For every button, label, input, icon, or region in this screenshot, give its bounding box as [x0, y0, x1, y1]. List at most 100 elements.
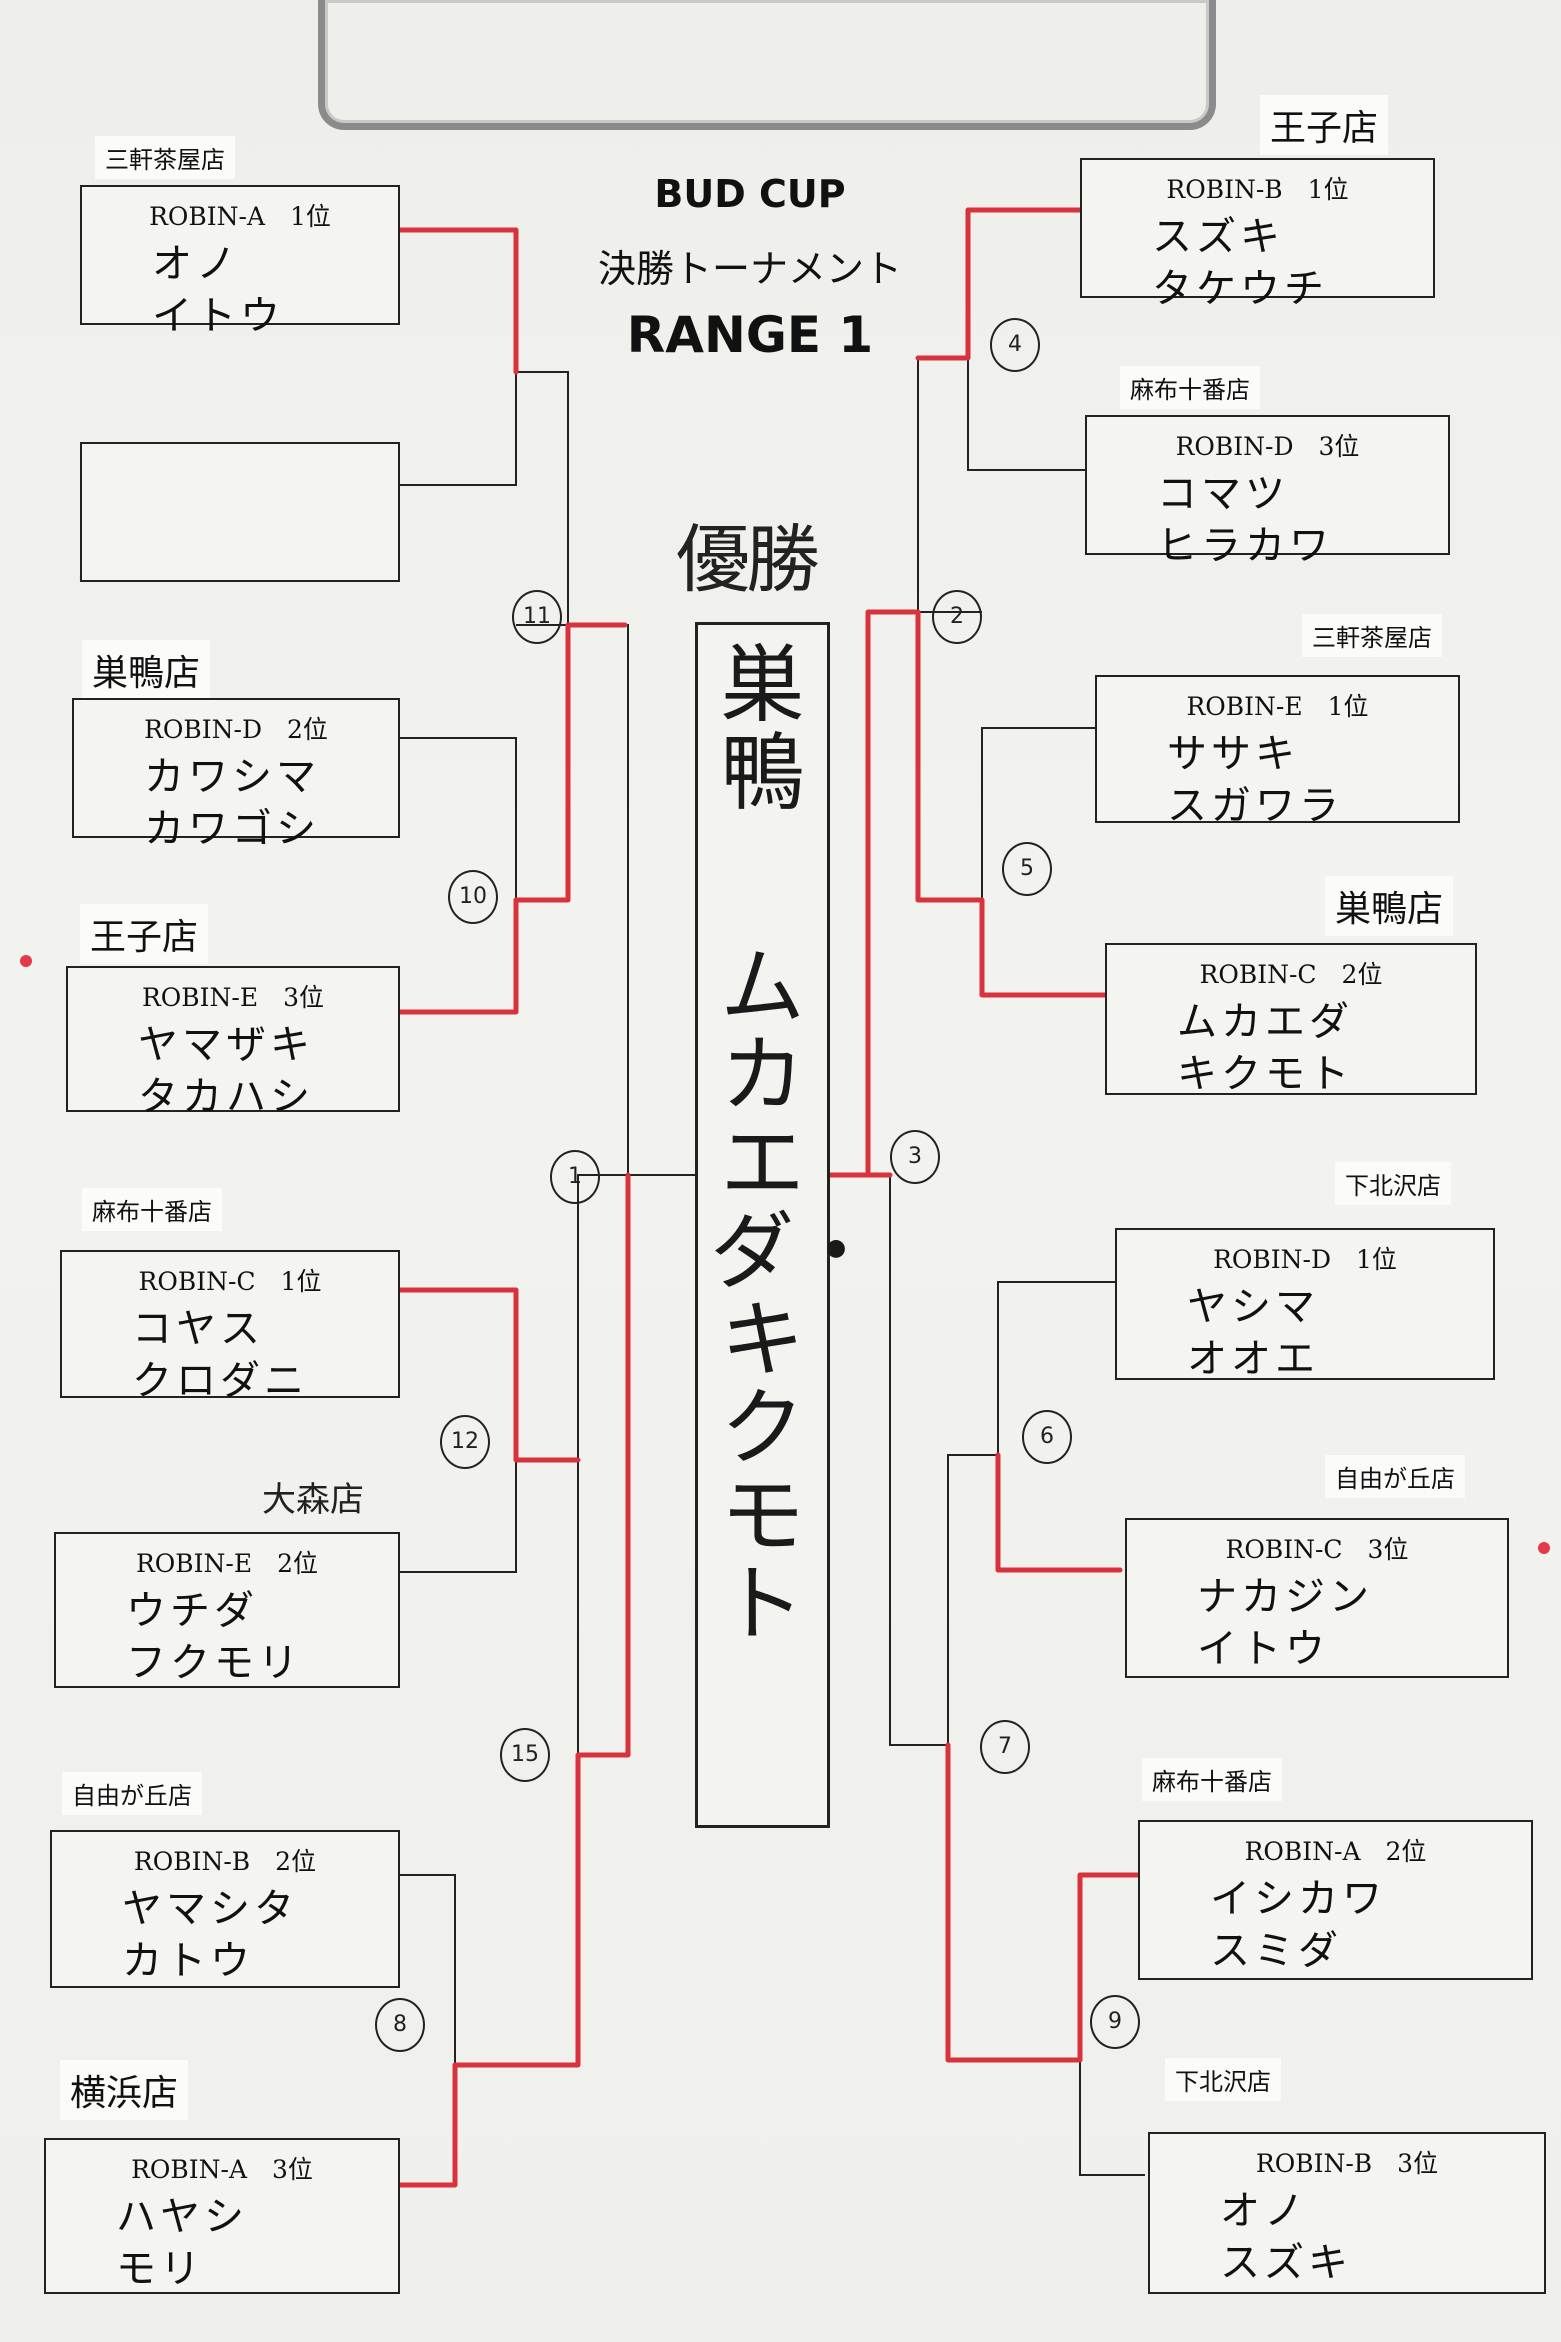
match-number-7: 7 [980, 1720, 1030, 1774]
team-label: ROBIN-A 2位 [1244, 1837, 1427, 1866]
right-store-3: 三軒茶屋店 [1302, 614, 1442, 657]
player-1: ナカジン [1197, 1574, 1373, 1620]
match-number-4: 4 [990, 318, 1040, 372]
team-label: ROBIN-A 3位 [131, 2155, 313, 2184]
player-1: ヤマザキ [138, 1022, 314, 1068]
match-number-12: 12 [440, 1415, 490, 1469]
team-label: ROBIN-B 3位 [1255, 2149, 1439, 2178]
match-number-8: 8 [375, 1998, 425, 2052]
right-store-1: 王子店 [1260, 95, 1389, 155]
player-1: ハヤシ [116, 2194, 248, 2240]
left-store-7: 自由が丘店 [62, 1772, 202, 1815]
event-title: BUD CUP [654, 172, 846, 216]
winner-box: 巣鴨 ムカエダ・キクモト [695, 622, 879, 1828]
left-entry-8: ROBIN-A 3位 ハヤシ モリ [44, 2138, 400, 2294]
right-store-4: 巣鴨店 [1325, 876, 1454, 936]
left-entry-7: ROBIN-B 2位 ヤマシタ カトウ [50, 1830, 400, 1988]
player-1: コマツ [1157, 471, 1289, 517]
right-store-5: 下北沢店 [1335, 1162, 1451, 1205]
left-r1-m1 [400, 229, 517, 486]
player-2: オオエ [1187, 1336, 1319, 1382]
stage-title: 決勝トーナメント [597, 247, 902, 291]
match-number-1: 1 [550, 1150, 600, 1204]
red-mark-left [20, 955, 32, 967]
left-store-3: 巣鴨店 [82, 640, 211, 700]
right-entry-4: ROBIN-C 2位 ムカエダ キクモト [1105, 943, 1477, 1097]
player-1: ササキ [1167, 731, 1299, 777]
player-2: イトウ [152, 293, 284, 339]
team-label: ROBIN-D 2位 [144, 715, 328, 744]
left-store-8: 横浜店 [60, 2060, 189, 2120]
player-1: ヤシマ [1187, 1284, 1319, 1330]
match-number-15: 15 [500, 1728, 550, 1782]
left-entry-1: ROBIN-A 1位 オノ イトウ [80, 185, 400, 339]
player-1: イシカワ [1210, 1876, 1386, 1922]
left-win-4 [397, 1287, 581, 1463]
player-2: カワゴシ [144, 806, 320, 852]
player-2: フクモリ [126, 1640, 302, 1686]
player-2: ヒラカワ [1157, 523, 1333, 569]
left-store-5: 麻布十番店 [82, 1188, 222, 1231]
right-entry-5: ROBIN-D 1位 ヤシマ オオエ [1115, 1228, 1495, 1382]
team-label: ROBIN-C 3位 [1225, 1535, 1409, 1564]
left-entry-2-empty [80, 442, 400, 582]
right-store-7: 麻布十番店 [1142, 1758, 1282, 1801]
player-2: タカハシ [138, 1074, 314, 1120]
range-title: RANGE 1 [626, 306, 874, 364]
left-store-4: 王子店 [80, 904, 209, 964]
winner-names: ムカエダ・キクモト [710, 938, 879, 1654]
left-win-3 [513, 622, 628, 903]
red-mark-right [1538, 1542, 1550, 1554]
player-1: ムカエダ [1177, 999, 1353, 1045]
match-number-11: 11 [512, 590, 562, 644]
right-r2-a [917, 357, 982, 613]
team-label: ROBIN-E 2位 [135, 1549, 319, 1578]
right-store-6: 自由が丘店 [1325, 1455, 1465, 1498]
player-2: キクモト [1177, 1051, 1353, 1097]
left-win-1 [397, 227, 519, 375]
team-label: ROBIN-D 3位 [1175, 432, 1360, 461]
right-store-8: 下北沢店 [1165, 2058, 1281, 2101]
player-1: オノ [1220, 2188, 1308, 2234]
right-entry-6: ROBIN-C 3位 ナカジン イトウ [1125, 1518, 1509, 1678]
right-entry-3: ROBIN-E 1位 ササキ スガワラ [1095, 675, 1460, 829]
team-label: ROBIN-B 2位 [133, 1847, 317, 1876]
player-2: クロダニ [132, 1358, 308, 1404]
right-entry-7: ROBIN-A 2位 イシカワ スミダ [1138, 1820, 1533, 1980]
player-1: カワシマ [144, 754, 320, 800]
player-1: コヤス [132, 1306, 264, 1352]
winner-label: 優勝 [676, 517, 820, 603]
right-store-2: 麻布十番店 [1120, 366, 1260, 409]
team-label: ROBIN-E 1位 [1186, 692, 1369, 721]
team-label: ROBIN-C 1位 [138, 1267, 322, 1296]
left-entry-3: ROBIN-D 2位 カワシマ カワゴシ [72, 698, 400, 852]
right-entry-8: ROBIN-B 3位 オノ スズキ [1148, 2132, 1546, 2294]
clipboard-clip [318, 0, 1216, 130]
team-label: ROBIN-D 1位 [1213, 1245, 1397, 1274]
player-2: スズキ [1220, 2240, 1352, 2286]
team-label: ROBIN-E 3位 [141, 983, 325, 1012]
match-number-6: 6 [1022, 1410, 1072, 1464]
left-win-2 [397, 897, 519, 1015]
left-win-5 [397, 1172, 631, 2188]
right-entry-1: ROBIN-B 1位 スズキ タケウチ [1080, 158, 1435, 312]
match-number-10: 10 [448, 870, 498, 924]
left-store-1: 三軒茶屋店 [95, 136, 235, 179]
left-store-6-handwritten: 大森店 [262, 1480, 364, 1520]
player-2: スガワラ [1167, 783, 1343, 829]
player-2: モリ [116, 2246, 204, 2292]
player-1: オノ [152, 241, 240, 287]
left-r2-a [516, 371, 569, 626]
player-2: イトウ [1197, 1626, 1329, 1672]
right-win-1 [915, 207, 1083, 361]
right-entry-2: ROBIN-D 3位 コマツ ヒラカワ [1085, 415, 1450, 569]
player-2: カトウ [122, 1938, 254, 1984]
right-win-5 [945, 1742, 1143, 2063]
player-2: スミダ [1210, 1928, 1342, 1974]
left-entry-5: ROBIN-C 1位 コヤス クロダニ [60, 1250, 400, 1404]
player-1: スズキ [1152, 214, 1284, 260]
left-r2-a-close [516, 624, 569, 901]
match-number-2: 2 [932, 590, 982, 644]
player-1: ウチダ [126, 1588, 258, 1634]
